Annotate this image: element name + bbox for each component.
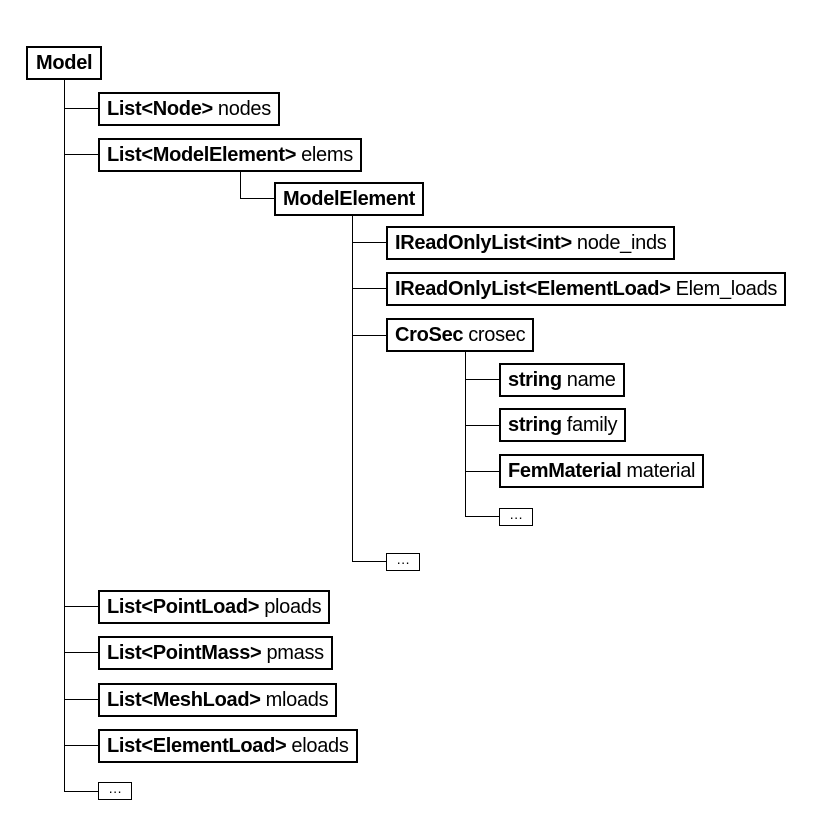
model-root-label: Model xyxy=(36,51,93,74)
member-type: List<Node> xyxy=(107,97,213,120)
connector-family xyxy=(465,425,499,426)
member-family: string family xyxy=(499,408,627,442)
connector-elems xyxy=(64,154,98,155)
member-eloads: List<ElementLoad> eloads xyxy=(98,729,358,763)
member-type: string xyxy=(508,413,562,436)
model-element-node: ModelElement xyxy=(274,182,424,216)
member-type: List<ElementLoad> xyxy=(107,734,287,757)
connector-element-trunk xyxy=(352,216,353,562)
connector-model-trunk xyxy=(64,80,65,792)
member-ploads: List<PointLoad> ploads xyxy=(98,590,331,624)
member-name: mloads xyxy=(265,688,329,711)
member-node-inds: IReadOnlyList<int> node_inds xyxy=(386,226,676,260)
member-material: FemMaterial material xyxy=(499,454,705,488)
member-type: FemMaterial xyxy=(508,459,622,482)
member-name: Elem_loads xyxy=(675,277,778,300)
connector-pmass xyxy=(64,652,98,653)
model-root-node: Model xyxy=(26,46,103,80)
connector-model-element xyxy=(240,198,274,199)
connector-node-inds xyxy=(352,242,386,243)
connector-crosec-more xyxy=(465,516,499,517)
connector-nodes xyxy=(64,108,98,109)
member-name: nodes xyxy=(217,97,271,120)
member-name: eloads xyxy=(291,734,349,757)
connector-elem-loads xyxy=(352,288,386,289)
model-more-node: … xyxy=(98,780,132,800)
member-name: pmass xyxy=(266,641,324,664)
connector-crosec-trunk xyxy=(465,352,466,516)
model-more-label: … xyxy=(108,780,122,796)
crosec-more-node: … xyxy=(499,506,533,526)
member-type: IReadOnlyList<ElementLoad> xyxy=(395,277,671,300)
member-crosec: CroSec crosec xyxy=(386,318,535,352)
member-name: name xyxy=(566,368,616,391)
connector-mloads xyxy=(64,699,98,700)
member-type: List<MeshLoad> xyxy=(107,688,261,711)
crosec-more-label: … xyxy=(509,506,523,522)
member-type: List<PointLoad> xyxy=(107,595,260,618)
member-name: node_inds xyxy=(576,231,667,254)
member-name: ploads xyxy=(264,595,322,618)
member-name: crosec xyxy=(468,323,526,346)
member-elem-loads: IReadOnlyList<ElementLoad> Elem_loads xyxy=(386,272,787,306)
member-type: List<PointMass> xyxy=(107,641,262,664)
connector-element-more xyxy=(352,561,386,562)
connector-crosec xyxy=(352,335,386,336)
connector-elems-trunk xyxy=(240,171,241,199)
connector-model-more xyxy=(64,791,98,792)
connector-eloads xyxy=(64,745,98,746)
model-element-label: ModelElement xyxy=(283,187,415,210)
member-elems: List<ModelElement> elems xyxy=(98,138,362,172)
member-name: material xyxy=(626,459,696,482)
member-mloads: List<MeshLoad> mloads xyxy=(98,683,338,717)
element-more-label: … xyxy=(396,551,410,567)
member-pmass: List<PointMass> pmass xyxy=(98,636,333,670)
connector-material xyxy=(465,471,499,472)
member-nodes: List<Node> nodes xyxy=(98,92,280,126)
connector-ploads xyxy=(64,606,98,607)
member-type: CroSec xyxy=(395,323,464,346)
member-name-field: string name xyxy=(499,363,625,397)
member-name: family xyxy=(566,413,618,436)
member-name: elems xyxy=(301,143,353,166)
member-type: List<ModelElement> xyxy=(107,143,297,166)
member-type: string xyxy=(508,368,562,391)
element-more-node: … xyxy=(386,551,420,571)
member-type: IReadOnlyList<int> xyxy=(395,231,572,254)
connector-name xyxy=(465,379,499,380)
